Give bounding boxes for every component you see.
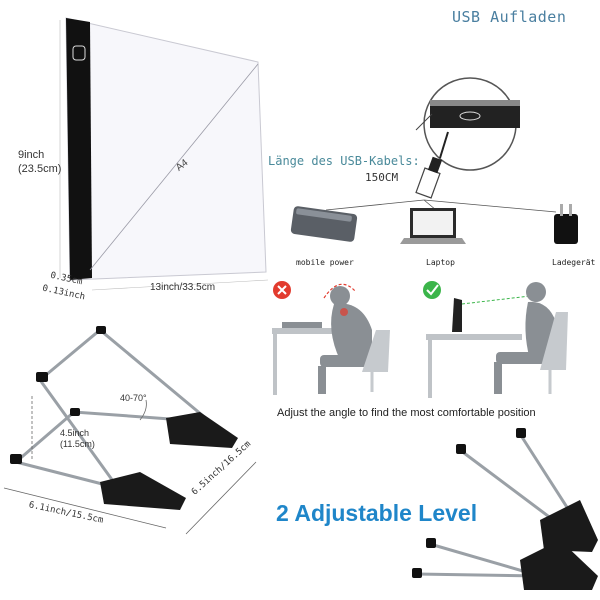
pad-height-dimension: 9inch (23.5cm) [18, 149, 62, 175]
power-bank-icon [290, 206, 358, 242]
stand-levels-diagram [412, 428, 598, 590]
adjustable-level-title: 2 Adjustable Level [276, 500, 478, 526]
charger-icon [554, 204, 578, 244]
laptop-icon [400, 208, 466, 244]
cable-length-value: 150CM [365, 171, 399, 184]
stand-diagram [3, 326, 257, 535]
stand-height-label: 4.5inch (11.5cm) [60, 428, 95, 449]
device-label-charger: Ladegerät [552, 258, 596, 267]
check-icon [423, 281, 441, 299]
cable-length-label: Länge des USB-Kabels: [268, 154, 420, 168]
light-pad [59, 17, 269, 291]
power-button-icon[interactable] [72, 45, 86, 61]
usb-button-icon [459, 111, 481, 121]
usb-port-closeup [415, 77, 520, 171]
usb-title: USB Aufladen [452, 8, 567, 26]
bad-posture-scene [272, 281, 390, 395]
angle-caption: Adjust the angle to find the most comfor… [277, 407, 536, 419]
stand-foot-lower [100, 472, 186, 510]
good-posture-scene [423, 281, 568, 398]
device-label-mobile-power: mobile power [296, 258, 354, 267]
stand-foot-upper [166, 412, 238, 448]
usb-cable [325, 156, 557, 213]
device-label-laptop: Laptop [426, 258, 455, 267]
pad-width-dimension: 13inch/33.5cm [150, 282, 216, 293]
stand-angle-label: 40-70° [120, 393, 147, 403]
